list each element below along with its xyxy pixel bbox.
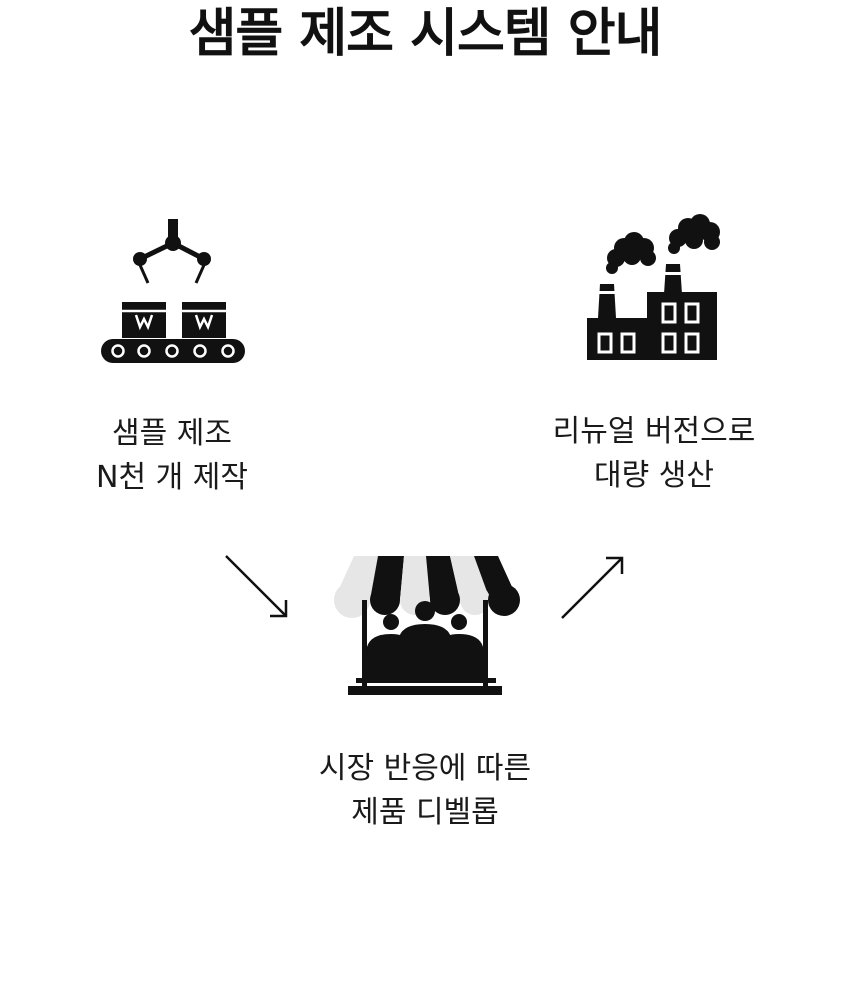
arrow-up-right-icon [561,556,624,619]
step-caption-sample: 샘플 제조 N천 개 제작 [22,412,322,500]
factory-robot-conveyor-icon [101,219,245,363]
step-caption-line2: N천 개 제작 [96,460,248,495]
arrow-down-right-icon [225,555,288,618]
step-caption-line1: 리뉴얼 버전으로 [552,414,756,449]
market-stall-crowd-icon [334,556,520,695]
step-caption-renewal: 리뉴얼 버전으로 대량 생산 [504,410,804,498]
factory-smokestack-icon [587,214,720,360]
step-caption-market: 시장 반응에 따른 제품 디벨롭 [275,747,575,835]
step-caption-line2: 제품 디벨롭 [351,795,499,830]
step-caption-line1: 샘플 제조 [112,416,232,451]
step-caption-line1: 시장 반응에 따른 [318,751,532,786]
page-title: 샘플 제조 시스템 안내 [188,4,663,64]
step-caption-line2: 대량 생산 [594,458,714,493]
